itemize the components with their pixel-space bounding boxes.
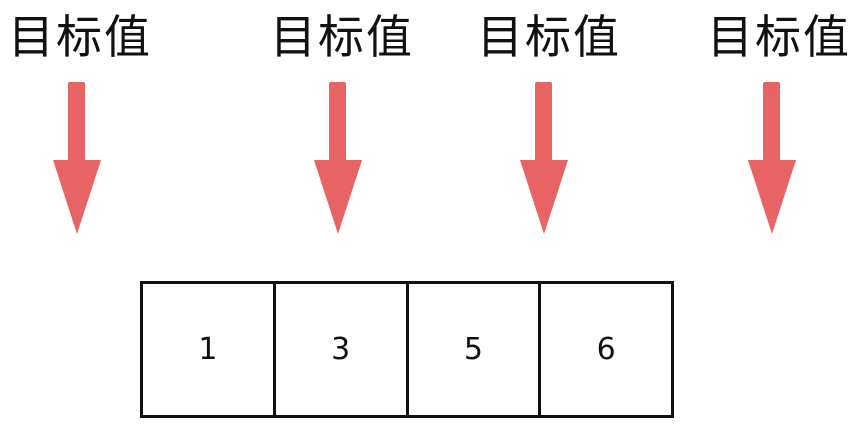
array-cell: 6 [538, 284, 671, 415]
down-arrow-icon [53, 82, 101, 234]
array-cell: 5 [405, 284, 539, 415]
down-arrow-icon [748, 82, 796, 234]
down-arrow-icon [314, 82, 362, 234]
sorted-array: 1 3 5 6 [140, 281, 674, 418]
target-label-1: 目标值 [8, 10, 152, 64]
down-arrow-icon [520, 82, 568, 234]
array-cell: 1 [198, 332, 218, 367]
array-cell: 3 [272, 284, 406, 415]
target-label-3: 目标值 [477, 10, 621, 64]
target-label-2: 目标值 [270, 10, 414, 64]
target-label-4: 目标值 [707, 10, 851, 64]
